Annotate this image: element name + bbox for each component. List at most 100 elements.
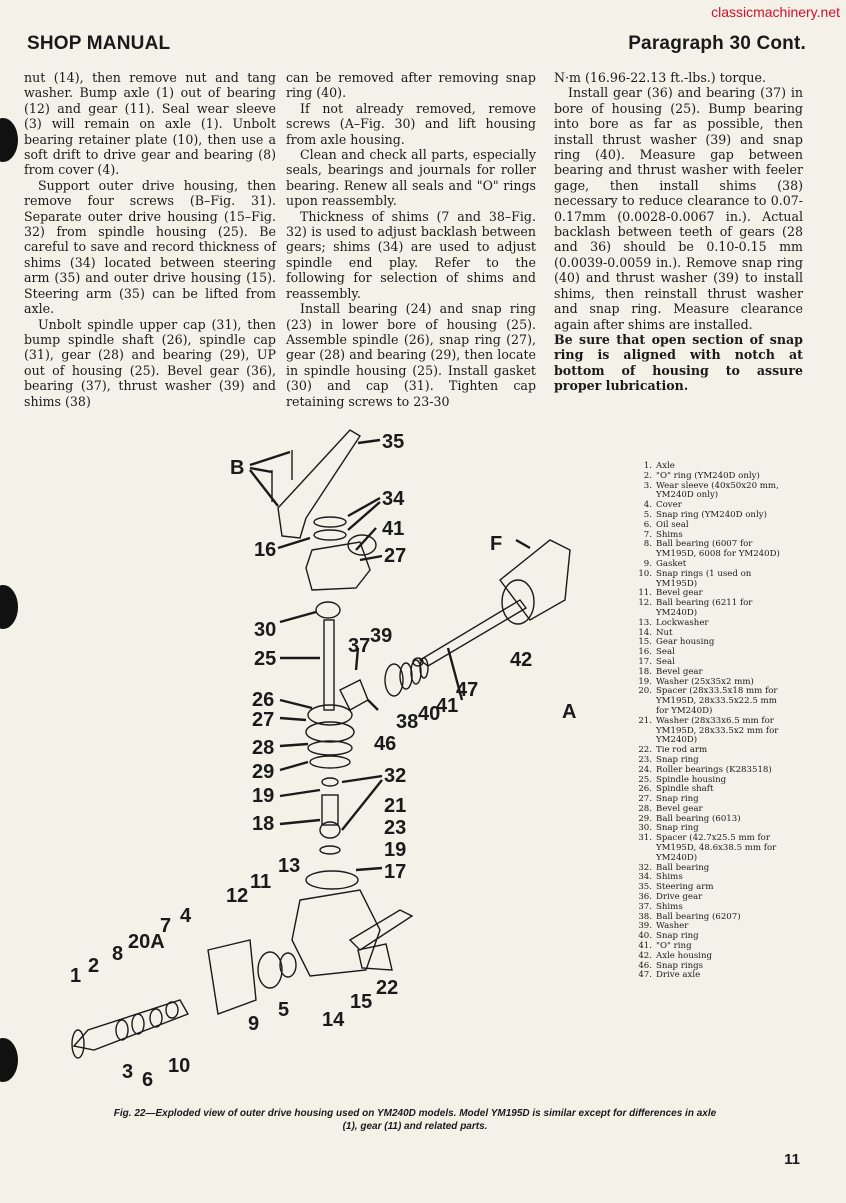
legend-number: 4. xyxy=(643,500,652,511)
legend-number: 22. xyxy=(638,745,652,756)
gear-housing xyxy=(291,889,381,977)
callout-label: 32 xyxy=(384,765,406,787)
legend-number: 39. xyxy=(638,921,652,932)
legend-text: Spacer (42.7x25.5 mm for YM195D, 48.6x38… xyxy=(656,833,777,863)
legend-number: 20. xyxy=(638,686,652,697)
spindle-housing xyxy=(305,541,371,591)
callout-label: 7 xyxy=(160,915,171,937)
legend-number: 8. xyxy=(643,539,652,550)
text-column-1: nut (14), then remove nut and tang washe… xyxy=(24,70,276,409)
callout-label: 2 xyxy=(88,955,99,977)
legend-text: Ball bearing (6211 for YM240D) xyxy=(656,598,753,618)
legend-item: 39. Washer xyxy=(628,922,788,932)
legend-item: 42.Axle housing xyxy=(628,950,788,962)
callout-label: 12 xyxy=(226,885,248,907)
callout-label: F xyxy=(490,533,502,555)
legend-number: 26. xyxy=(638,784,652,795)
legend-number: 15. xyxy=(638,637,652,648)
callout-label: 18 xyxy=(252,813,274,835)
legend-item: 10. Snap rings (1 used on YM195D) xyxy=(628,568,788,590)
callout-label: 27 xyxy=(384,545,406,567)
legend-number: 42. xyxy=(638,950,652,961)
legend-number: 32. xyxy=(638,862,652,873)
paragraph: Support outer drive housing, then remove… xyxy=(24,177,276,317)
legend-number: 3. xyxy=(643,480,652,491)
legend-text: Snap ring (YM240D only) xyxy=(656,509,767,520)
legend-item: 29.Ball bearing (6013) xyxy=(628,813,788,825)
legend-number: 17. xyxy=(638,656,652,667)
legend-item: 30.Snap ring xyxy=(628,824,788,834)
legend-item: 26.Spindle shaft xyxy=(628,784,788,795)
binder-hole xyxy=(0,1038,18,1082)
legend-text: Tie rod arm xyxy=(656,745,708,756)
legend-text: Lockwasher xyxy=(656,617,709,628)
legend-item: 31.Spacer (42.7x25.5 mm for YM195D, 48.6… xyxy=(628,833,788,863)
callout-label: 35 xyxy=(382,431,404,453)
legend-number: 34. xyxy=(638,872,652,883)
legend-item: 32.Ball bearing xyxy=(628,862,788,874)
legend-text: Drive axle xyxy=(656,970,701,981)
drive-axle xyxy=(418,599,528,667)
legend-item: 25.Spindle housing xyxy=(628,775,788,786)
callout-label: 41 xyxy=(436,695,458,717)
callout-label: 16 xyxy=(254,539,276,561)
callout-label: 39 xyxy=(370,625,392,647)
legend-item: 6.Oil seal xyxy=(628,519,788,531)
legend-number: 23. xyxy=(638,754,652,765)
legend-text: Shims xyxy=(656,872,683,883)
legend-text: Bevel gear xyxy=(656,666,703,677)
header-left: SHOP MANUAL xyxy=(27,33,171,54)
legend-number: 19. xyxy=(638,676,652,687)
callout-label: 40 xyxy=(418,703,440,725)
legend-number: 10. xyxy=(638,568,652,579)
legend-item: 14.Nut xyxy=(628,628,788,639)
text-column-3: N·m (16.96-22.13 ft.-lbs.) torque. Insta… xyxy=(554,70,803,394)
legend-text: Snap rings xyxy=(656,960,704,971)
legend-item: 28.Bevel gear xyxy=(628,804,788,815)
callout-label: 10 xyxy=(168,1055,190,1077)
paragraph: Clean and check all parts, especially se… xyxy=(286,147,536,209)
legend-text: Axle xyxy=(656,461,675,471)
callout-label: 13 xyxy=(278,855,300,877)
legend-item: 12.Ball bearing (6211 for YM240D) xyxy=(628,598,788,619)
exploded-view-diagram: 35 B 34 41 16 27 30 25 26 27 28 29 19 18… xyxy=(70,429,576,1091)
legend-item: 21.Washer (28x33x6.5 mm for YM195D, 28x3… xyxy=(628,716,788,746)
legend-text: Drive gear xyxy=(656,892,703,903)
callout-label: 26 xyxy=(252,689,274,711)
legend-text: Snap rings (1 used on YM195D) xyxy=(656,568,752,589)
legend-text: Snap ring xyxy=(656,794,699,805)
callout-label: 6 xyxy=(142,1069,153,1091)
axle-housing xyxy=(499,539,571,621)
callout-label: 41 xyxy=(382,518,404,540)
legend-text: Oil seal xyxy=(656,519,689,530)
legend-number: 27. xyxy=(638,794,652,805)
legend-item: 9.Gasket xyxy=(628,559,788,570)
binder-hole xyxy=(0,118,18,162)
legend-item: 22. Tie rod arm xyxy=(628,745,788,756)
legend-text: "O" ring xyxy=(656,941,692,952)
legend-item: 36.Drive gear xyxy=(628,892,788,903)
callout-label: 25 xyxy=(254,648,276,670)
callout-label: 22 xyxy=(376,977,398,999)
legend-text: Washer xyxy=(656,921,689,932)
legend-text: Steering arm xyxy=(656,882,714,893)
legend-number: 38. xyxy=(638,911,652,922)
legend-item: 34. Shims xyxy=(628,873,788,883)
legend-item: 20.Spacer (28x33.5x18 mm for YM195D, 28x… xyxy=(628,686,788,716)
legend-number: 46. xyxy=(638,960,652,971)
callout-label: 9 xyxy=(248,1013,259,1035)
cover xyxy=(207,939,257,1015)
callout-label: 17 xyxy=(384,861,406,883)
legend-item: 2."O" ring (YM240D only) xyxy=(628,471,788,482)
legend-number: 18. xyxy=(638,666,652,677)
legend-item: 3.Wear sleeve (40x50x20 mm, YM240D only) xyxy=(628,480,788,502)
legend-number: 47. xyxy=(638,970,652,981)
page-number: 11 xyxy=(784,1151,800,1168)
watermark: classicmachinery.net xyxy=(711,4,840,20)
callout-label: 1 xyxy=(70,965,81,987)
legend-item: 18. Bevel gear xyxy=(628,666,788,678)
steering-arm xyxy=(277,429,361,539)
legend-text: Ball bearing (6013) xyxy=(656,813,741,824)
paragraph: Unbolt spindle upper cap (31), then bump… xyxy=(24,316,276,409)
